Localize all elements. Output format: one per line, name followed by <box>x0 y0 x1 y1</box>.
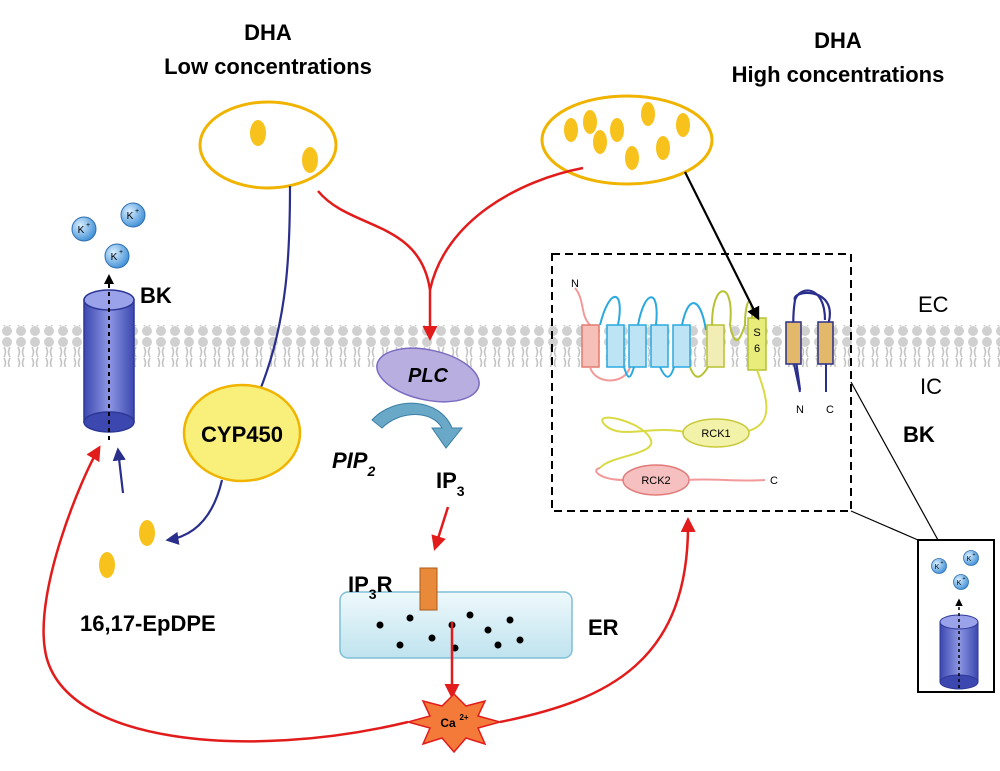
svg-text:+: + <box>119 249 123 256</box>
dha-molecule <box>676 113 690 137</box>
k-ion: K + <box>931 558 947 574</box>
calcium-to-bk-right-arrow <box>499 517 696 724</box>
rck1-domain <box>682 418 750 448</box>
calcium-to-bk-left-arrow <box>42 445 409 743</box>
low-dha-to-plc-line <box>317 190 432 291</box>
s1-segment <box>606 324 625 368</box>
svg-text:6: 6 <box>754 343 760 355</box>
svg-text:K: K <box>957 580 962 587</box>
ip3r-label: IP3R <box>348 572 393 602</box>
s0-segment <box>581 324 600 368</box>
svg-text:K: K <box>127 211 134 222</box>
svg-text:K: K <box>967 556 972 563</box>
s2-segment <box>628 324 647 368</box>
svg-text:+: + <box>963 576 966 582</box>
dha-molecule <box>656 136 670 160</box>
inset-connector-bottom <box>850 510 919 541</box>
k-ions-group: K + K + K + <box>71 202 146 269</box>
low-dha-to-cyp450-line <box>258 185 292 391</box>
svg-text:+: + <box>941 560 944 566</box>
svg-text:CYP450: CYP450 <box>201 422 283 447</box>
low-dha-vesicle <box>198 100 338 190</box>
er-label: ER <box>588 615 619 640</box>
svg-text:RCK2: RCK2 <box>641 475 670 487</box>
high-dha-to-plc-line <box>428 166 584 291</box>
ip3-label: IP3 <box>436 468 465 499</box>
low-dha-title-line1: DHA <box>244 20 292 45</box>
dha-molecule <box>610 118 624 142</box>
s5-segment <box>706 324 725 368</box>
high-dha-title-line1: DHA <box>814 28 862 53</box>
dha-molecule <box>302 147 318 173</box>
k-ion: K + <box>120 202 146 228</box>
svg-text:K: K <box>935 564 940 571</box>
svg-text:RCK1: RCK1 <box>701 428 730 440</box>
bk-label-left: BK <box>140 283 172 308</box>
pip2-to-ip3-curved-arrow <box>371 402 464 449</box>
svg-text:K: K <box>111 252 118 263</box>
s3-segment <box>650 324 669 368</box>
bk-channel-detail-box <box>551 253 852 512</box>
svg-text:K: K <box>78 225 85 236</box>
k-ion: K + <box>71 216 97 242</box>
intracellular-label: IC <box>920 374 942 399</box>
bk-channel-inset: K + K + K + <box>917 539 995 693</box>
s4-segment <box>672 324 691 368</box>
cyp450-to-epdpe-arrow <box>165 479 224 545</box>
k-ion: K + <box>104 243 130 269</box>
pip2-label: PIP2 <box>332 448 375 479</box>
dha-molecule <box>593 130 607 154</box>
dha-molecule <box>250 120 266 146</box>
cyp450-enzyme: CYP450 <box>182 383 302 483</box>
svg-text:S: S <box>753 327 760 339</box>
inset-connector-top <box>850 381 939 541</box>
high-dha-title-line2: High concentrations <box>732 62 945 87</box>
ip3-receptor <box>419 567 438 611</box>
bk-channel-left <box>83 274 135 440</box>
dha-molecule <box>564 118 578 142</box>
bk-label-right: BK <box>903 422 935 447</box>
epdpe-label: 16,17-EpDPE <box>80 611 216 636</box>
endoplasmic-reticulum <box>339 591 573 659</box>
dha-molecule <box>625 146 639 170</box>
svg-text:Ca: Ca <box>440 716 456 730</box>
svg-text:N: N <box>796 404 804 416</box>
svg-text:C: C <box>770 475 778 487</box>
svg-text:PLC: PLC <box>408 365 449 387</box>
ip3-to-receptor-arrow <box>431 506 450 551</box>
high-dha-to-s6-arrow <box>684 171 760 321</box>
dha-molecule <box>641 102 655 126</box>
extracellular-label: EC <box>918 292 949 317</box>
calcium-ion-burst: Ca 2+ <box>405 692 503 754</box>
svg-text:+: + <box>86 222 90 229</box>
svg-text:+: + <box>135 208 139 215</box>
svg-text:2+: 2+ <box>459 713 468 722</box>
svg-text:N: N <box>571 278 579 290</box>
plc-enzyme: PLC <box>376 347 480 403</box>
beta-subunit-tm2 <box>817 321 834 365</box>
beta-subunit-tm1 <box>785 321 802 365</box>
epdpe-molecule <box>99 552 115 578</box>
svg-text:+: + <box>973 552 976 558</box>
high-dha-vesicle <box>540 94 714 186</box>
k-ion: K + <box>963 550 979 566</box>
svg-text:C: C <box>826 404 834 416</box>
k-ion: K + <box>953 574 969 590</box>
dha-molecule <box>583 110 597 134</box>
epdpe-to-bk-arrow <box>112 447 126 494</box>
low-dha-title-line2: Low concentrations <box>164 54 372 79</box>
bk-topology-diagram: N S 6 RCK1 RCK2 C <box>571 278 834 496</box>
epdpe-molecule <box>139 520 155 546</box>
